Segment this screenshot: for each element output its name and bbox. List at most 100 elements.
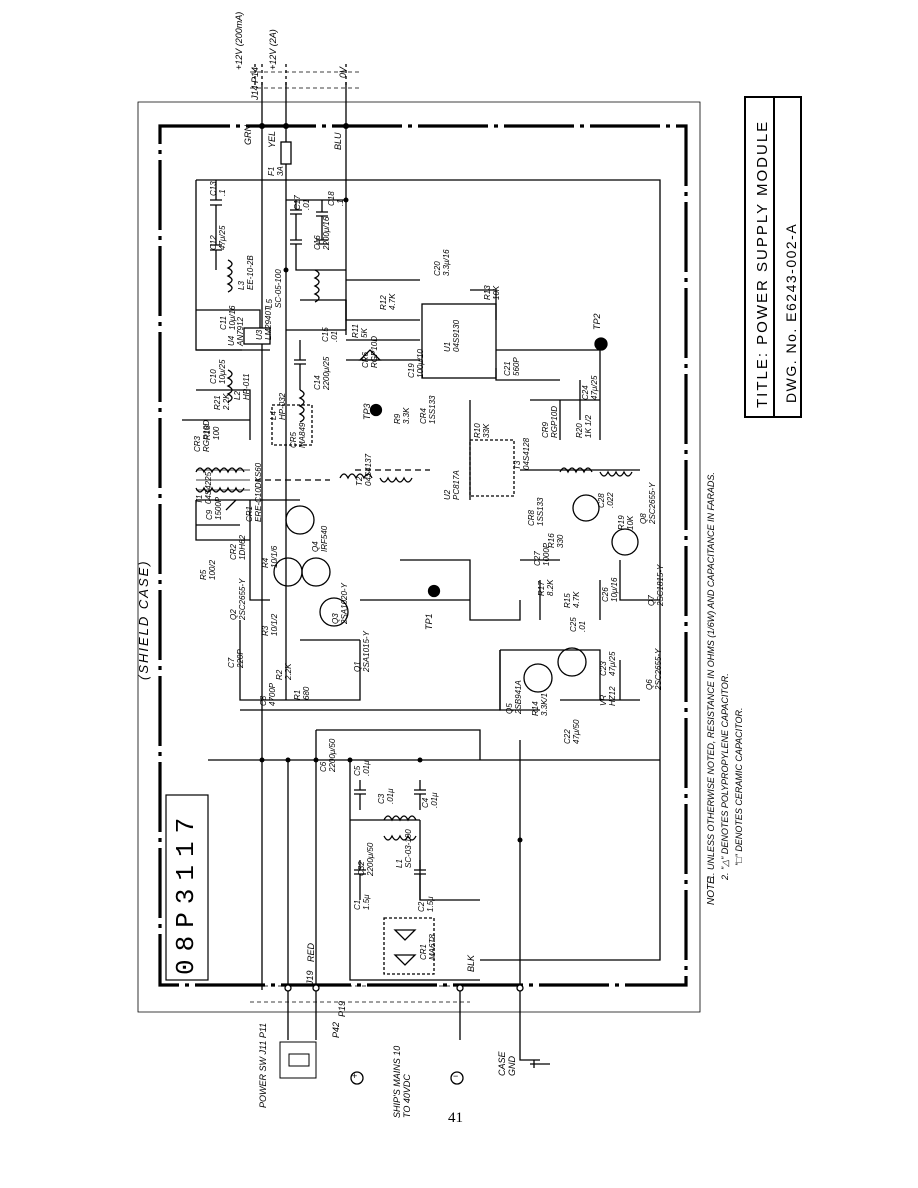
component-label-c32: C322200μ/50 — [357, 842, 375, 877]
component-label-u2: U2PC817A — [443, 470, 461, 500]
component-label-r10: R1033K — [473, 423, 491, 438]
component-label-r18: R18100 — [203, 425, 221, 440]
component-label-q6: Q62SC2655-Y — [645, 648, 663, 691]
component-label-c7: C7220P — [227, 649, 245, 669]
shield-case-outline — [137, 101, 701, 1013]
component-label-q4: Q4IRF540 — [311, 525, 329, 552]
component-label-c25: C25.01 — [569, 617, 587, 632]
j14-label: J14 P14 — [250, 66, 260, 100]
component-label-c26: C2610μ/16 — [601, 577, 619, 602]
component-label-c16: C162200μ/16 — [313, 216, 331, 251]
case-gnd-label: CASE GND — [497, 1051, 517, 1076]
component-label-q8: Q82SC2655-Y — [639, 482, 657, 525]
p42-label: P42 — [331, 1021, 341, 1038]
component-label-f1: F13A — [267, 166, 285, 176]
component-label-cr1b: CR1MA6T8 — [419, 934, 437, 960]
component-label-c6: C62200μ/50 — [319, 738, 337, 773]
module-id: 08P3117 — [171, 809, 201, 975]
component-label-q1: Q12SA1015-Y — [353, 630, 371, 673]
component-label-c9: C91500P — [205, 496, 223, 520]
component-label-c2: C21.5μ — [417, 896, 435, 912]
component-label-r20: R201K 1/2 — [575, 414, 593, 438]
component-label-r11: R115K — [351, 324, 369, 338]
component-label-c11: C1110μ/16 — [219, 305, 237, 330]
module-id-box — [165, 794, 209, 981]
ships-mains-label: SHIP'S MAINS 10 TO 40VDC — [392, 1045, 412, 1118]
component-label-q3: Q32SA1020-Y — [331, 582, 349, 625]
component-label-r21: R212.2K — [213, 393, 231, 411]
component-label-l4: L4HP-032 — [269, 392, 287, 420]
component-label-cr5: CR5MA849 — [289, 422, 307, 448]
component-label-r1: R1680 — [293, 686, 311, 700]
component-label-r2: R22.2K — [275, 663, 293, 681]
component-label-l3: L3EE-10-2B — [237, 255, 255, 290]
component-label-r3: R310/1/2 — [261, 613, 279, 636]
component-label-c23: C2347μ/25 — [599, 651, 617, 676]
note-1: 1. UNLESS OTHERWISE NOTED, RESISTANCE IN… — [706, 472, 716, 880]
component-label-cr9: CR9RGP10D — [541, 406, 559, 438]
component-label-r15: R154.7K — [563, 591, 581, 608]
component-label-cr6: CR6RGP10D — [361, 336, 379, 368]
component-label-u1: U104S9130 — [443, 319, 461, 352]
out-12v-2a-label: +12V (2A) — [268, 29, 278, 70]
component-label-t1: T104S4225 — [195, 471, 213, 504]
component-label-c8: C84700P — [259, 682, 277, 706]
component-label-q7: Q72SC1815-Y — [647, 564, 665, 607]
note-heading: NOTE — [706, 877, 717, 905]
wire-blu-label: BLU — [333, 132, 343, 150]
page-number: 41 — [448, 1110, 463, 1126]
tp3-label: TP3 — [362, 403, 372, 420]
component-label-cr4: CR41SS133 — [419, 395, 437, 424]
out-0v-label: 0V — [338, 66, 348, 78]
component-label-l2: L2HP-011 — [233, 373, 251, 400]
component-label-q5: Q52SB941A — [505, 680, 523, 715]
shield-case-label: (SHIELD CASE) — [136, 559, 151, 680]
component-label-c27: C271000P — [533, 542, 551, 566]
component-label-r12: R124.7K — [379, 293, 397, 310]
component-label-l5: L5SC-05-100 — [265, 269, 283, 308]
drawing-title: TITLE: POWER SUPPLY MODULE — [754, 119, 771, 408]
component-label-c5: C5.01μ — [353, 760, 371, 776]
tp2-label: TP2 — [592, 313, 602, 330]
component-label-r13: R1310K — [483, 285, 501, 300]
component-label-c24: C2447μ/25 — [581, 375, 599, 400]
minus-symbol: − — [453, 1071, 459, 1081]
component-label-c10: C1010μ/25 — [209, 359, 227, 384]
component-label-u4: U4AN7912 — [227, 317, 245, 347]
component-label-r9: R93.3K — [393, 407, 411, 424]
module-border — [158, 124, 688, 987]
wire-grn-label: GRN — [243, 125, 253, 145]
component-label-c21: C21560P — [503, 357, 521, 376]
component-label-t2: T204S4137 — [355, 453, 373, 486]
component-label-c4: C4.01μ — [421, 792, 439, 808]
component-label-r17: R178.2K — [537, 579, 555, 596]
tp1-label: TP1 — [424, 613, 434, 630]
component-label-q2: Q22SC2655-Y — [229, 578, 247, 621]
component-label-c28: C28.022 — [597, 492, 615, 508]
component-label-cr3: CR3RGP10D — [193, 420, 211, 452]
j19-label: J19 — [305, 970, 315, 985]
plus-symbol: + — [352, 1071, 358, 1081]
component-label-c17: C17.01 — [293, 195, 311, 210]
component-label-c3: C3.01μ — [377, 788, 395, 804]
component-label-c19: C19100μ/10 — [407, 349, 425, 378]
wire-yel-label: YEL — [267, 130, 277, 148]
component-label-t3: T304S4128 — [513, 437, 531, 470]
p19-label: P19 — [337, 1000, 347, 1017]
drawing-number: DWG. No. E6243-002-A — [783, 222, 799, 403]
component-label-r16: R16330 — [547, 533, 565, 548]
title-block: TITLE: POWER SUPPLY MODULE DWG. No. E624… — [744, 96, 802, 418]
component-label-cr1: CR1ERE-C10DKS60 — [245, 462, 263, 522]
component-label-c13: C13.1 — [209, 181, 227, 196]
component-label-cr2: CR21DH62 — [229, 535, 247, 560]
component-label-cr8: CR81SS133 — [527, 497, 545, 526]
component-label-vr: VRHZ12 — [599, 686, 617, 706]
component-label-c12: C1247μ/25 — [209, 225, 227, 250]
component-label-c1: C11.5μ — [353, 894, 371, 910]
component-label-u3: U3LM2940T — [255, 305, 273, 340]
component-label-r19: R1910K — [617, 515, 635, 530]
component-label-c22: C2247μ/50 — [563, 719, 581, 744]
component-label-r4: R410/1/6 — [261, 545, 279, 568]
